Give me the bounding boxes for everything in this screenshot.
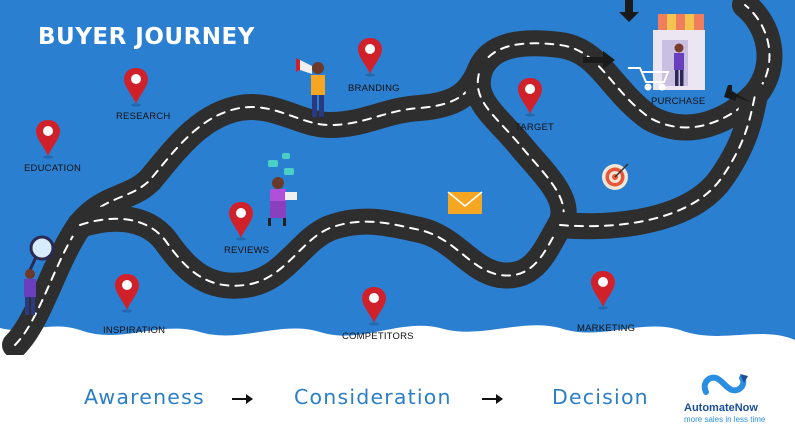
- brand-logo-icon: [701, 374, 748, 395]
- shopping-cart-icon: [628, 67, 670, 91]
- shopper-figure-icon: [674, 43, 684, 86]
- brand-name: AutomateNow: [684, 402, 758, 414]
- map-background: [0, 0, 795, 340]
- pin-label-research: RESEARCH: [116, 111, 171, 122]
- envelope-icon: [447, 191, 483, 214]
- stage-decision: Decision: [552, 385, 649, 409]
- pin-label-competitors: COMPETITORS: [342, 331, 414, 342]
- pin-label-branding: BRANDING: [348, 83, 400, 94]
- direction-arrows-icon: [583, 0, 752, 103]
- stage-consideration: Consideration: [294, 385, 452, 409]
- arrow-right-icon: [232, 394, 253, 404]
- pin-label-reviews: REVIEWS: [224, 245, 270, 256]
- pin-label-inspiration: INSPIRATION: [103, 325, 166, 336]
- arrow-right-icon: [482, 394, 503, 404]
- journey-map: [0, 0, 795, 355]
- magnifier-person-icon: [24, 235, 55, 315]
- page-title: BUYER JOURNEY: [38, 24, 255, 50]
- pin-label-purchase: PURCHASE: [651, 96, 706, 107]
- pin-label-education: EDUCATION: [24, 163, 82, 174]
- brand-tagline: more sales in less time: [684, 415, 766, 424]
- megaphone-person-icon: [296, 58, 325, 117]
- pin-label-marketing: MARKETING: [577, 323, 636, 334]
- reviewer-person-icon: [268, 153, 297, 226]
- stage-awareness: Awareness: [84, 385, 205, 409]
- pin-label-target: TARGET: [515, 122, 555, 133]
- target-icon: [602, 163, 629, 190]
- winding-road: [2, 0, 783, 355]
